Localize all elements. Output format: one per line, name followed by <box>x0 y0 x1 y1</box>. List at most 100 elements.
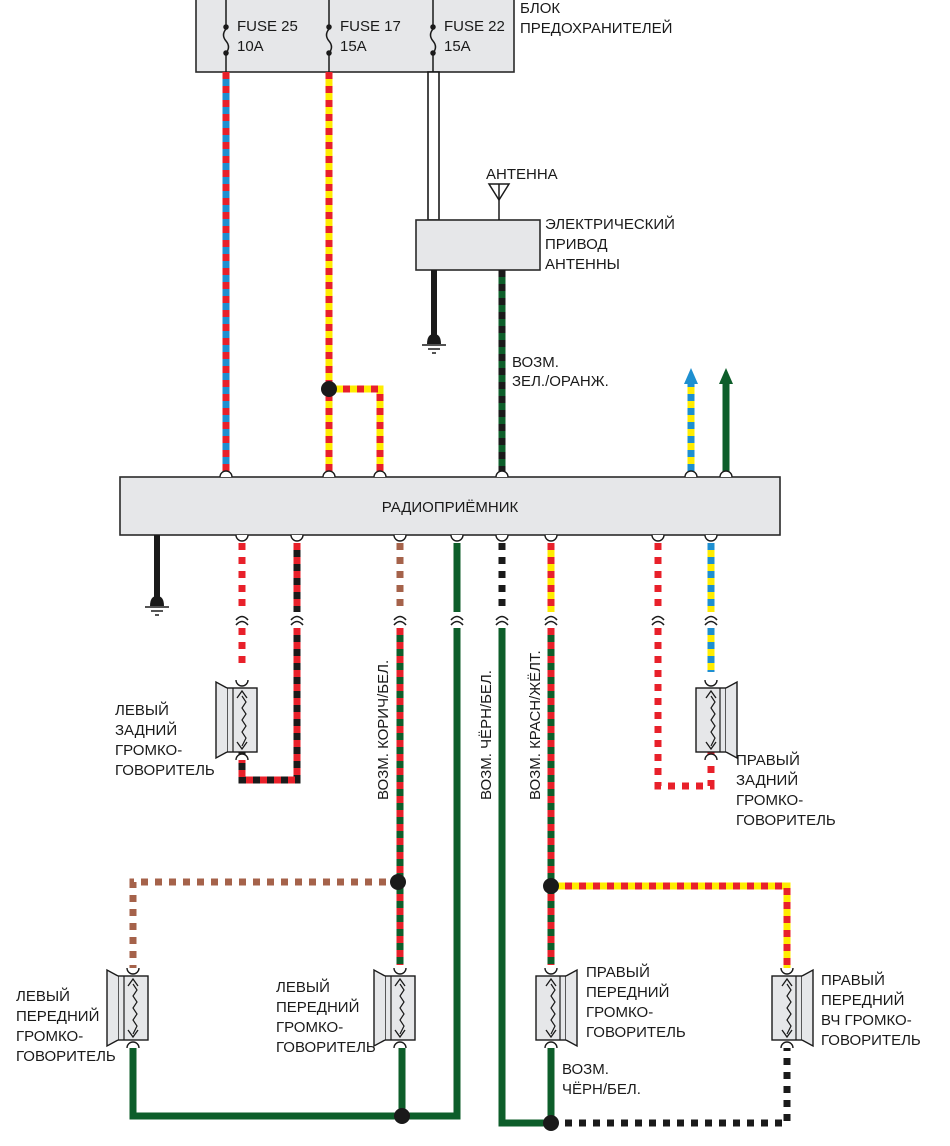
connector-pin <box>450 534 464 542</box>
arrow-up-icon <box>394 977 406 987</box>
label-right-front-tweeter: ПРАВЫЙ ПЕРЕДНИЙ ВЧ ГРОМКО- ГОВОРИТЕЛЬ <box>821 971 921 1049</box>
label-line: ЛЕВЫЙ <box>16 987 70 1005</box>
fuse-symbol-17 <box>325 0 333 72</box>
connector-pin <box>393 1041 407 1049</box>
overlays <box>106 368 814 1131</box>
fuse-block-label-line1: БЛОК <box>520 0 560 17</box>
wire-tweeter-red-yellow <box>551 882 791 968</box>
connector-pin <box>544 1041 558 1049</box>
antenna-label: АНТЕННА <box>486 166 558 183</box>
ground-icon-antenna <box>422 334 446 354</box>
connector-pin <box>290 534 304 542</box>
label-line: ГРОМКО- <box>16 1028 83 1045</box>
wire-label-bottom-line2: ЧЁРН/БЕЛ. <box>562 1081 641 1098</box>
label-line: ПРАВЫЙ <box>821 971 885 989</box>
connector-pin <box>780 1041 794 1049</box>
junction-node <box>390 874 406 890</box>
connector-pin <box>495 534 509 542</box>
fuse-17-name: FUSE 17 <box>340 18 401 35</box>
speaker-coil-icon <box>241 695 247 747</box>
speaker-coil-icon <box>710 695 716 747</box>
label-line: ГРОМКО- <box>586 1004 653 1021</box>
arrow-down-icon <box>781 1029 793 1039</box>
wire-fuse17-branch-stripe <box>329 385 384 475</box>
connector-pin <box>235 753 249 761</box>
arrow-up-icon <box>684 368 698 384</box>
wire-fuse22-antenna-motor <box>427 71 440 221</box>
fuse-17-rating: 15A <box>340 38 367 55</box>
connector-pin <box>544 967 558 975</box>
speaker-left-front-outer <box>106 968 149 1048</box>
label-line: ПЕРЕДНИЙ <box>276 998 359 1016</box>
label-line: ЗАДНИЙ <box>115 721 177 739</box>
wire-rr-red-lower-dots <box>654 628 715 790</box>
connector-pin <box>651 534 665 542</box>
wire-tweeter-red-yellow-base <box>551 882 791 968</box>
speaker-cone <box>215 680 228 760</box>
wire-lr-black-red-lower-stripe <box>238 628 301 784</box>
antenna-wire-label-line2: ЗЕЛ./ОРАНЖ. <box>512 373 609 390</box>
label-line: ГРОМКО- <box>276 1019 343 1036</box>
connector-pin <box>126 967 140 975</box>
label-line: ЛЕВЫЙ <box>115 701 169 719</box>
label-right-front: ПРАВЫЙ ПЕРЕДНИЙ ГРОМКО- ГОВОРИТЕЛЬ <box>586 963 686 1041</box>
label-line: ГОВОРИТЕЛЬ <box>16 1048 116 1065</box>
junction-node <box>394 1108 410 1124</box>
junction-node <box>543 878 559 894</box>
speaker-coil-icon <box>550 983 556 1035</box>
speaker-right-front-tweeter <box>771 968 814 1048</box>
label-line: ПЕРЕДНИЙ <box>586 983 669 1001</box>
connector-pin <box>393 967 407 975</box>
label-line: ГРОМКО- <box>115 742 182 759</box>
wire-brown-left-front <box>129 878 400 968</box>
inline-connector <box>235 615 249 626</box>
arrow-down-icon <box>127 1029 139 1039</box>
arrow-up-icon <box>127 977 139 987</box>
speaker-cone <box>106 968 119 1048</box>
junction-node <box>543 1115 559 1131</box>
arrow-up-icon <box>719 368 733 384</box>
arrow-down-icon <box>236 741 248 751</box>
wire-rr-red-lower <box>654 628 715 790</box>
wire-black-tweeter-dots <box>551 1048 791 1127</box>
ground-icon-radio <box>145 596 169 616</box>
fuse-25-rating: 10A <box>237 38 264 55</box>
arrow-up-icon <box>236 689 248 699</box>
wire-fuse17-branch-base <box>329 385 384 475</box>
fuse-symbol-25 <box>222 0 230 72</box>
antenna-motor-label-line2: ПРИВОД <box>545 236 608 253</box>
speaker-cone <box>373 968 386 1048</box>
label-line: ПРАВЫЙ <box>586 963 650 981</box>
inline-connector <box>651 615 665 626</box>
radio-label: РАДИОПРИЁМНИК <box>382 499 519 516</box>
connector-pin <box>684 470 698 478</box>
radio-ground <box>145 535 169 616</box>
wire-green-ground-loop <box>129 628 461 1120</box>
wire-green-ground-loop-base <box>129 628 461 1120</box>
speaker-left-rear <box>215 680 258 760</box>
wire-green-right-loop <box>498 628 551 1127</box>
label-line: ГОВОРИТЕЛЬ <box>115 762 215 779</box>
wire-fuse17-branch <box>329 385 384 475</box>
antenna-motor-box <box>415 219 541 271</box>
speaker-left-front-inner <box>373 968 416 1048</box>
label-line: ЗАДНИЙ <box>736 771 798 789</box>
radio-unit: РАДИОПРИЁМНИК <box>119 476 781 536</box>
wires <box>129 72 791 1127</box>
speaker-cone <box>725 680 738 760</box>
label-line: ПРАВЫЙ <box>736 751 800 769</box>
inline-connector <box>450 615 464 626</box>
speaker-coil-icon <box>786 983 792 1035</box>
label-line: ГОВОРИТЕЛЬ <box>276 1039 376 1056</box>
connector-pin <box>544 534 558 542</box>
inline-connector <box>544 615 558 626</box>
antenna-section: АНТЕННА ЭЛЕКТРИЧЕСКИЙ ПРИВОД АНТЕННЫ ВОЗ… <box>415 71 675 390</box>
connector-pin <box>719 470 733 478</box>
fuse-22-rating: 15A <box>444 38 471 55</box>
speaker-coil-icon <box>132 983 138 1035</box>
connector-pin <box>704 753 718 761</box>
arrow-down-icon <box>394 1029 406 1039</box>
speaker-cone <box>565 968 578 1048</box>
label-left-front-outer: ЛЕВЫЙ ПЕРЕДНИЙ ГРОМКО- ГОВОРИТЕЛЬ <box>16 987 116 1065</box>
